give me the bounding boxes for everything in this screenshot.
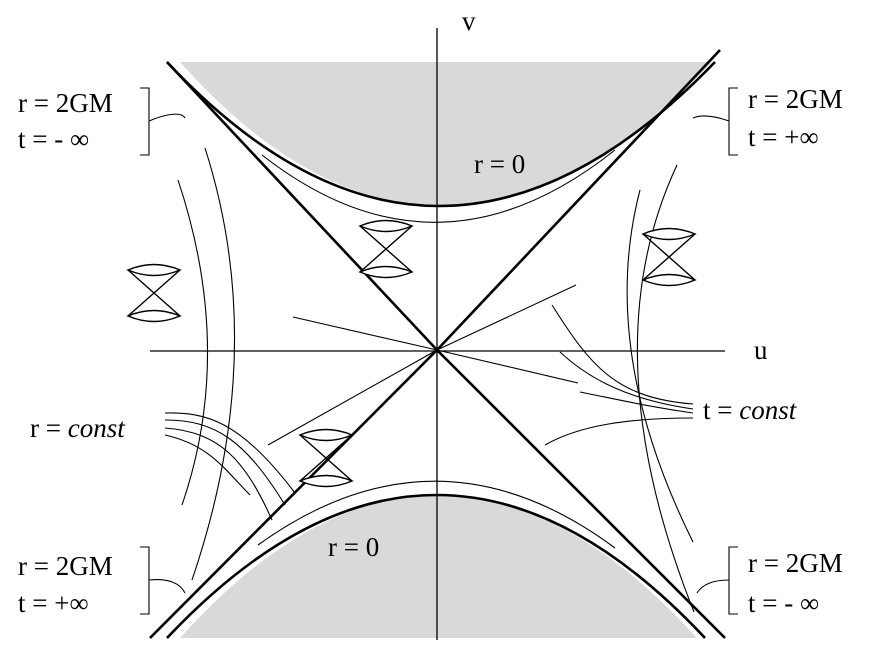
r-const-curve xyxy=(626,189,694,543)
corner-top-left-r: r = 2GM xyxy=(18,88,113,118)
horizon-past-left xyxy=(149,349,438,639)
corner-top-right-r: r = 2GM xyxy=(748,84,843,114)
r-const-curve xyxy=(636,164,695,613)
r-const-leader xyxy=(164,427,273,521)
t-const-leader xyxy=(579,391,694,414)
light-cone-right xyxy=(641,227,697,287)
singularity-bottom-curve xyxy=(166,493,706,639)
corner-bottom-left-t: t = +∞ xyxy=(18,588,89,618)
t-const-leader xyxy=(559,351,694,410)
corner-bottom-right-r: r = 2GM xyxy=(748,548,843,578)
corner-bottom-right-t: t = - ∞ xyxy=(748,588,819,618)
r-const-curve xyxy=(191,147,236,581)
singularity-top-label: r = 0 xyxy=(474,149,525,179)
r-const-leader xyxy=(164,412,296,494)
singularity-top-curve xyxy=(166,61,716,208)
horizon-past-right xyxy=(436,349,726,639)
v-axis-label: v xyxy=(462,6,476,36)
singular-region-bottom xyxy=(180,495,697,638)
r-const-curve xyxy=(261,149,616,223)
corner-bottom-left-r: r = 2GM xyxy=(18,551,113,581)
r-const-leader xyxy=(164,419,286,506)
t-const-leader xyxy=(551,304,694,405)
r-const-label: r = const xyxy=(30,413,126,443)
light-cone-upper-middle xyxy=(358,219,414,279)
r-const-curve xyxy=(257,480,616,549)
bracket-bottom-left xyxy=(140,546,186,615)
t-const-line xyxy=(267,349,438,446)
light-cone-lower-left xyxy=(298,428,354,488)
singular-region-top xyxy=(180,62,712,206)
horizon-future-right xyxy=(436,49,721,351)
corner-top-right-t: t = +∞ xyxy=(748,122,819,152)
bracket-bottom-right xyxy=(696,546,738,615)
horizon-future-left xyxy=(166,61,438,351)
bracket-top-left xyxy=(140,87,186,156)
t-const-line xyxy=(292,316,438,351)
t-const-leader xyxy=(544,417,694,446)
r-const-leader xyxy=(164,434,251,496)
r-const-curve xyxy=(177,179,209,506)
corner-top-left-t: t = - ∞ xyxy=(18,124,89,154)
t-const-line xyxy=(436,284,577,351)
bracket-top-right xyxy=(692,87,738,156)
t-const-label: t = const xyxy=(703,395,798,425)
light-cone-upper-left xyxy=(126,263,182,323)
singularity-bottom-label: r = 0 xyxy=(328,532,379,562)
u-axis-label: u xyxy=(754,335,768,365)
t-const-line xyxy=(436,349,579,384)
